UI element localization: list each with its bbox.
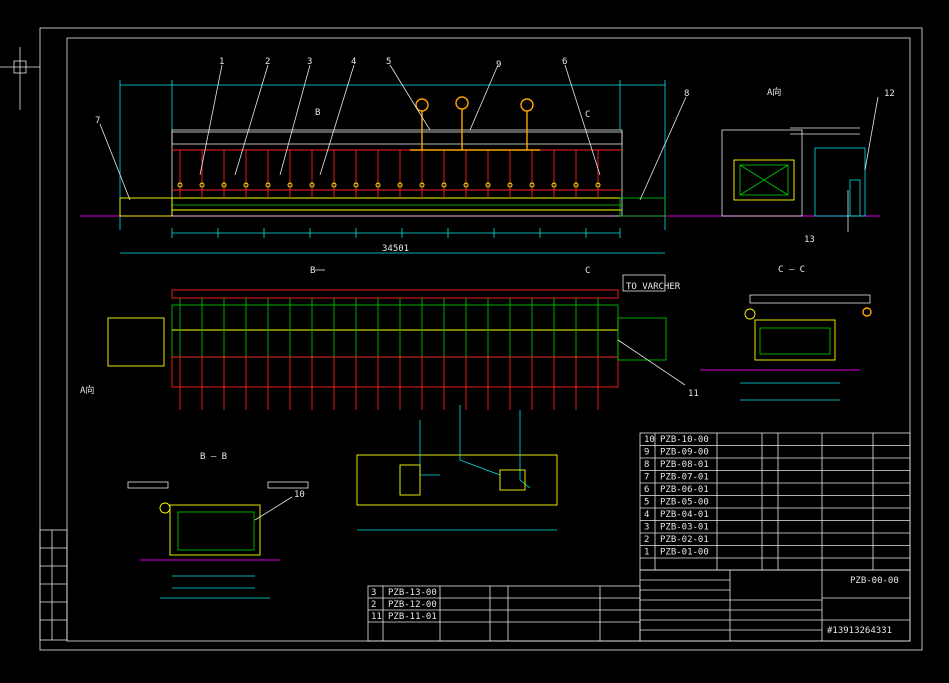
lower-row-no: 2 — [371, 600, 376, 610]
table-row-no: 1 — [644, 548, 649, 558]
burner-head — [397, 182, 403, 188]
burner-head — [353, 182, 359, 188]
burner-head — [287, 182, 293, 188]
burner-head — [419, 182, 425, 188]
callout-2: 2 — [265, 57, 270, 67]
table-row-no: 2 — [644, 535, 649, 545]
callout-6: 6 — [562, 57, 567, 67]
burner-head — [221, 182, 227, 188]
burner-head — [463, 182, 469, 188]
burner-head — [595, 182, 601, 188]
callout-1: 1 — [219, 57, 224, 67]
title-block: PZB-00-00 #13913264331 — [639, 569, 911, 642]
table-row-code: PZB-07-01 — [660, 473, 709, 483]
burner-head — [199, 182, 205, 188]
table-row-code: PZB-04-01 — [660, 510, 709, 520]
view-a-label-plan: A向 — [80, 384, 94, 396]
callout-7: 7 — [95, 116, 100, 126]
table-row-no: 3 — [644, 523, 649, 533]
table-row-code: PZB-08-01 — [660, 460, 709, 470]
table-row-code: PZB-09-00 — [660, 448, 709, 458]
table-row-code: PZB-03-01 — [660, 523, 709, 533]
table-row-no: 8 — [644, 460, 649, 470]
table-row-code: PZB-02-01 — [660, 535, 709, 545]
burner-head — [309, 182, 315, 188]
plan-view: B C TO VARCHER 11 A向 — [80, 266, 699, 531]
table-row-no: 5 — [644, 498, 649, 508]
burner-head — [507, 182, 513, 188]
overall-dimension: 34501 — [382, 244, 409, 254]
burner-head — [243, 182, 249, 188]
to-varcher-label: TO VARCHER — [626, 282, 681, 292]
callout-8: 8 — [684, 89, 689, 99]
table-row-code: PZB-10-00 — [660, 435, 709, 445]
lower-row-no: 11 — [371, 612, 382, 622]
elevation-view: 34501 — [80, 57, 690, 254]
table-row-code: PZB-06-01 — [660, 485, 709, 495]
callout-3: 3 — [307, 57, 312, 67]
lower-parts-table: 3 PZB-13-00 2 PZB-12-00 11 PZB-11-01 — [367, 585, 641, 642]
table-row-no: 7 — [644, 473, 649, 483]
callout-4: 4 — [351, 57, 356, 67]
burner-head — [551, 182, 557, 188]
section-cc-title: C — C — [778, 265, 805, 275]
table-row-no: 6 — [644, 485, 649, 495]
table-row-no: 4 — [644, 510, 649, 520]
table-row-no: 9 — [644, 448, 649, 458]
section-c-marker-top: C — [585, 110, 590, 120]
outer-frame — [39, 27, 923, 651]
view-a-detail: A向 12 13 — [690, 86, 895, 245]
table-row-code: PZB-01-00 — [660, 548, 709, 558]
phone-watermark: #13913264331 — [827, 626, 892, 636]
burner-head — [441, 182, 447, 188]
burner-head — [331, 182, 337, 188]
burner-head — [573, 182, 579, 188]
callout-10: 10 — [294, 490, 305, 500]
parts-list-table: 10 PZB-10-00 9 PZB-09-00 8 PZB-08-01 7 PZB-07-0… — [639, 432, 911, 571]
lower-row-code: PZB-11-01 — [388, 612, 437, 622]
lower-row-code: PZB-12-00 — [388, 600, 437, 610]
callout-11: 11 — [688, 389, 699, 399]
section-cc-view: C — C — [700, 265, 872, 401]
section-bb-view: B — B 10 — [127, 452, 309, 599]
callout-13: 13 — [804, 235, 815, 245]
table-row-code: PZB-05-00 — [660, 498, 709, 508]
burner-head — [529, 182, 535, 188]
table-row-no: 10 — [644, 435, 655, 445]
section-b-marker-top: B — [315, 108, 320, 118]
callout-9: 9 — [496, 60, 501, 70]
burner-head — [485, 182, 491, 188]
crosshair-cursor-icon — [0, 47, 40, 110]
lower-row-code: PZB-13-00 — [388, 588, 437, 598]
lower-row-no: 3 — [371, 588, 376, 598]
inner-frame — [66, 37, 911, 642]
burner-head — [375, 182, 381, 188]
section-bb-title: B — B — [200, 452, 227, 462]
drawing-number: PZB-00-00 — [850, 576, 899, 586]
burner-head — [177, 182, 183, 188]
callout-12: 12 — [884, 89, 895, 99]
section-c-marker-plan: C — [585, 266, 590, 276]
callout-5: 5 — [386, 57, 391, 67]
burner-head — [265, 182, 271, 188]
view-a-label-top: A向 — [767, 86, 781, 98]
left-margin-table — [39, 529, 68, 641]
section-b-marker-plan: B — [310, 266, 315, 276]
